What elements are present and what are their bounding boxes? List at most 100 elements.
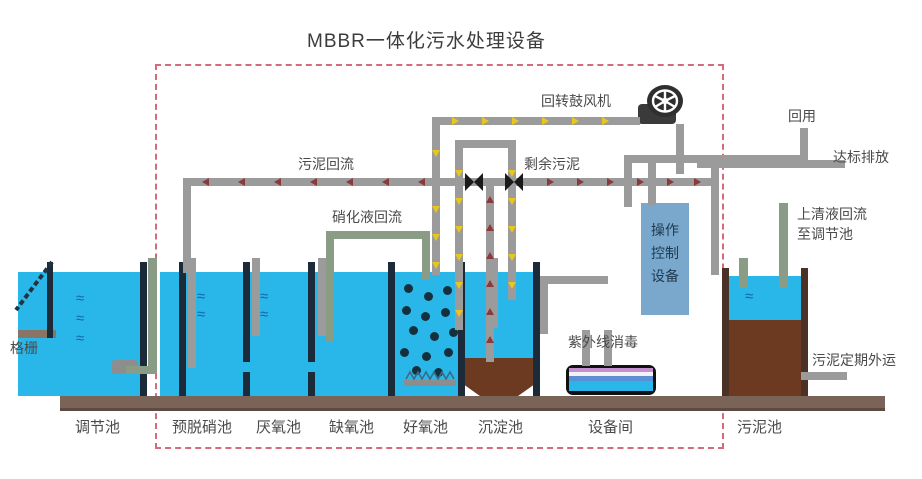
uv-disinfection-unit	[566, 365, 656, 395]
sedimentation-feed-pipe	[490, 258, 498, 328]
water-wave-icon: ≈	[76, 310, 84, 327]
supernatant-return-pipe	[779, 203, 788, 288]
water-wave-icon: ≈	[260, 306, 268, 323]
bar-screen-label: 格栅	[10, 340, 38, 356]
uv-inlet-riser-b	[604, 330, 612, 366]
excess-sludge-arrow	[637, 178, 644, 186]
sludge-tank-sludge	[729, 320, 801, 396]
control-cabinet-line3: 设备	[651, 268, 679, 284]
nitrified-return-header	[326, 231, 430, 239]
sludge-tank-right-wall	[801, 268, 808, 396]
air-flow-arrow	[432, 262, 440, 269]
sludge-return-arrow	[486, 224, 494, 231]
mbbr-media-carrier-icon	[409, 326, 418, 335]
water-wave-icon: ≈	[197, 288, 205, 305]
mbbr-media-carrier-icon	[421, 312, 430, 321]
uv-band-purple	[569, 368, 653, 372]
uv-band-blue	[569, 376, 653, 381]
nitrified-return-label: 硝化液回流	[332, 209, 402, 225]
sedimentation-tank-sludge	[465, 358, 533, 396]
excess-sludge-label: 剩余污泥	[524, 156, 580, 172]
air-drop-leg-4	[676, 124, 684, 174]
aeration-bubble-icon	[405, 370, 455, 380]
page-title: MBBR一体化污水处理设备	[307, 31, 546, 52]
sludge-hauling-outlet	[801, 372, 847, 380]
air-flow-arrow	[508, 254, 516, 261]
air-flow-arrow	[602, 117, 609, 125]
sludge-return-arrow	[310, 178, 317, 186]
bottom-label-equipment-room: 设备间	[588, 419, 634, 436]
sludge-return-arrow	[486, 308, 494, 315]
air-flow-arrow	[432, 150, 440, 157]
air-flow-arrow	[432, 234, 440, 241]
water-wave-icon: ≈	[76, 330, 84, 347]
excess-sludge-arrow	[694, 178, 701, 186]
air-drop-leg-2	[455, 140, 463, 330]
lift-pump-elbow	[126, 366, 157, 374]
uv-effluent-riser	[648, 160, 656, 206]
excess-sludge-arrow	[577, 178, 584, 186]
mbbr-media-carrier-icon	[441, 308, 450, 317]
partition-wall-1	[179, 262, 186, 396]
air-flow-arrow	[572, 117, 579, 125]
nitrified-return-right-leg	[422, 231, 430, 279]
air-flow-arrow	[482, 117, 489, 125]
compliant-discharge-label: 达标排放	[833, 149, 889, 165]
butterfly-valve-icon[interactable]	[503, 171, 525, 193]
uv-feed-from-sedimentation	[540, 276, 548, 334]
air-flow-arrow	[432, 206, 440, 213]
reuse-riser	[800, 128, 808, 162]
mbbr-media-carrier-icon	[404, 284, 413, 293]
air-flow-arrow	[508, 226, 516, 233]
mbbr-media-carrier-icon	[402, 306, 411, 315]
excess-sludge-arrow	[667, 178, 674, 186]
air-flow-arrow	[455, 254, 463, 261]
excess-sludge-arrow	[607, 178, 614, 186]
bottom-label-sedimentation-tank: 沉淀池	[478, 419, 524, 436]
anaerobic-inlet-pipe	[252, 258, 260, 336]
control-cabinet[interactable]	[641, 203, 689, 315]
mbbr-media-carrier-icon	[412, 366, 421, 375]
blower-fan-icon[interactable]	[646, 84, 684, 118]
sludge-return-downleg-left	[183, 178, 191, 273]
effluent-header	[697, 160, 845, 168]
bar-screen-post	[47, 262, 53, 338]
sludge-return-arrow	[346, 178, 353, 186]
uv-inlet-riser-a	[582, 330, 590, 366]
air-flow-arrow	[512, 117, 519, 125]
ground-slab	[60, 396, 885, 408]
mbbr-media-carrier-icon	[443, 286, 452, 295]
sludge-return-arrow	[486, 252, 494, 259]
sludge-return-arrow	[486, 196, 494, 203]
bottom-label-sludge-tank: 污泥池	[737, 419, 783, 436]
supernatant-return-label-line1: 上清液回流	[797, 206, 867, 222]
air-flow-arrow	[455, 310, 463, 317]
mbbr-media-carrier-icon	[434, 368, 443, 377]
uv-disinfection-label: 紫外线消毒	[568, 334, 638, 350]
mbbr-media-carrier-icon	[400, 348, 409, 357]
lift-pump-riser	[148, 258, 157, 374]
butterfly-valve-icon[interactable]	[463, 171, 485, 193]
partition-wall-2b	[243, 372, 250, 396]
excess-sludge-arrow	[547, 178, 554, 186]
supernatant-return-label-line2: 至调节池	[797, 226, 853, 242]
anoxic-inlet-pipe	[318, 258, 326, 336]
uv-feed-crossover	[540, 276, 608, 284]
sludge-return-arrow	[202, 178, 209, 186]
mbbr-media-carrier-icon	[444, 348, 453, 357]
air-drop-branch-top	[455, 140, 516, 148]
partition-wall-2	[243, 262, 250, 362]
rotary-blower-label: 回转鼓风机	[541, 93, 611, 109]
sludge-return-arrow	[382, 178, 389, 186]
water-wave-icon: ≈	[260, 288, 268, 305]
control-cabinet-line2: 控制	[651, 245, 679, 261]
air-drop-leg-1	[432, 117, 440, 275]
air-flow-arrow	[508, 282, 516, 289]
aeration-diffuser-header	[404, 380, 456, 386]
bottom-label-equalization-tank: 调节池	[75, 419, 121, 436]
bottom-label-pre-denitrification-tank: 预脱硝池	[172, 419, 233, 436]
sludge-return-arrow	[486, 336, 494, 343]
nitrified-return-left-leg	[326, 231, 334, 341]
sludge-tank-left-wall	[722, 268, 729, 396]
